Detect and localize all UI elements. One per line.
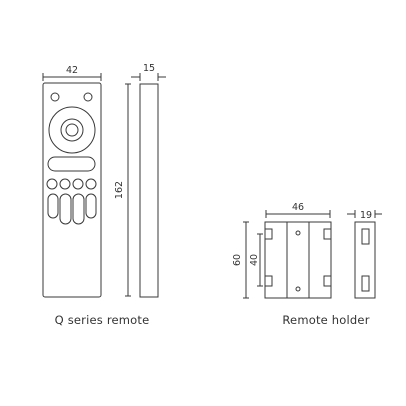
holder-depth-dimension	[347, 210, 382, 218]
remote-width-dimension	[42, 73, 102, 81]
remote-dial-center	[65, 123, 79, 137]
holder-side-slot-top	[361, 228, 370, 245]
remote-caption: Q series remote	[55, 313, 150, 327]
remote-wide-button	[47, 156, 96, 172]
holder-tab-top-right	[323, 228, 332, 240]
holder-screw-hole-bottom	[295, 286, 301, 292]
holder-height-label: 60	[232, 254, 243, 266]
remote-top-left-button	[50, 92, 60, 102]
holder-height-dimension	[243, 221, 249, 299]
remote-width-label: 42	[66, 65, 78, 76]
remote-front-view	[42, 82, 102, 298]
remote-bar-button-4	[85, 193, 97, 219]
remote-small-button-3	[72, 178, 84, 190]
holder-tab-bottom-right	[323, 275, 332, 287]
holder-side-view	[354, 221, 376, 299]
holder-inner-height-label: 40	[249, 254, 260, 266]
remote-side-view	[139, 83, 159, 298]
remote-small-button-2	[59, 178, 71, 190]
remote-dial-ring	[60, 118, 84, 142]
holder-width-dimension	[265, 210, 331, 218]
remote-small-button-4	[85, 178, 97, 190]
remote-small-button-1	[46, 178, 58, 190]
remote-height-dimension	[125, 83, 131, 297]
holder-front-view	[264, 221, 332, 299]
remote-top-right-button	[83, 92, 93, 102]
remote-dial-outer	[48, 106, 96, 154]
holder-width-label: 46	[292, 202, 304, 213]
holder-inner-height-dimension	[257, 233, 263, 287]
holder-screw-hole-top	[295, 230, 301, 236]
remote-depth-label: 15	[143, 63, 155, 74]
remote-height-label: 162	[114, 181, 125, 199]
holder-side-slot-bottom	[361, 275, 370, 292]
remote-bar-button-3	[72, 193, 85, 225]
holder-tab-top-left	[264, 228, 273, 240]
remote-bar-button-2	[59, 193, 72, 225]
holder-tab-bottom-left	[264, 275, 273, 287]
holder-caption: Remote holder	[282, 313, 369, 327]
remote-depth-dimension	[131, 73, 166, 81]
remote-bar-button-1	[47, 193, 59, 219]
holder-depth-label: 19	[360, 210, 372, 221]
